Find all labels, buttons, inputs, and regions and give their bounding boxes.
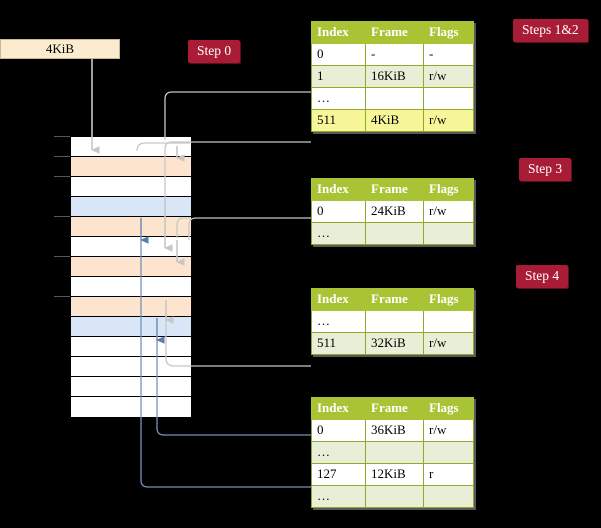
memory-frame-row: [71, 397, 191, 417]
column-header-index: Index: [311, 178, 366, 201]
cell-frame: [365, 310, 424, 333]
memory-frame-row: [71, 217, 191, 237]
table-row[interactable]: …: [311, 310, 474, 333]
page-frame-label: 4KiB: [45, 41, 75, 56]
memory-frame-row: [71, 137, 191, 157]
cell-flags: [423, 87, 474, 110]
cell-flags: r/w: [423, 109, 474, 132]
column-header-frame: Frame: [365, 178, 424, 201]
step-badge-step-0: Step 0: [188, 40, 241, 63]
cell-frame: 36KiB: [365, 419, 424, 442]
table-row[interactable]: 0--: [311, 43, 474, 66]
cell-flags: r/w: [423, 332, 474, 355]
cell-index: 1: [311, 65, 366, 88]
cell-flags: [423, 310, 474, 333]
cell-frame: [365, 485, 424, 508]
cell-frame: 16KiB: [365, 65, 424, 88]
memory-tick: [54, 156, 70, 157]
cell-flags: r/w: [423, 65, 474, 88]
memory-frame-row: [71, 297, 191, 317]
column-header-flags: Flags: [423, 288, 474, 311]
memory-frame-row: [71, 377, 191, 397]
memory-tick: [54, 256, 70, 257]
memory-tick: [54, 216, 70, 217]
cell-frame: -: [365, 43, 424, 66]
memory-tick: [54, 296, 70, 297]
cell-index: 127: [311, 463, 366, 486]
table-row[interactable]: …: [311, 441, 474, 464]
column-header-flags: Flags: [423, 397, 474, 420]
column-header-frame: Frame: [365, 288, 424, 311]
memory-frame-row: [71, 157, 191, 177]
cell-frame: 4KiB: [365, 109, 424, 132]
memory-tick: [54, 176, 70, 177]
step-badge-step-3: Step 3: [519, 158, 572, 181]
cell-index: …: [311, 485, 366, 508]
cell-frame: 32KiB: [365, 332, 424, 355]
cell-flags: r: [423, 463, 474, 486]
cell-frame: [365, 222, 424, 245]
cell-index: 0: [311, 200, 366, 223]
memory-frame-row: [71, 177, 191, 197]
cell-frame: 24KiB: [365, 200, 424, 223]
column-header-flags: Flags: [423, 178, 474, 201]
cell-flags: [423, 485, 474, 508]
cell-index: 0: [311, 419, 366, 442]
table-row[interactable]: …: [311, 222, 474, 245]
wire-pdp-left: [188, 217, 311, 240]
column-header-index: Index: [311, 288, 366, 311]
cell-frame: 12KiB: [365, 463, 424, 486]
memory-frame-row: [71, 337, 191, 357]
physical-memory-column: [70, 136, 191, 417]
cell-flags: r/w: [423, 200, 474, 223]
step-badge-steps-1-2: Steps 1&2: [513, 19, 588, 42]
cell-flags: [423, 222, 474, 245]
cell-index: 511: [311, 332, 366, 355]
memory-frame-row: [71, 257, 191, 277]
column-header-flags: Flags: [423, 21, 474, 44]
cell-index: 0: [311, 43, 366, 66]
cell-index: 511: [311, 109, 366, 132]
page-frame-box: 4KiB: [0, 39, 120, 59]
cell-frame: [365, 441, 424, 464]
memory-frame-row: [71, 237, 191, 257]
cell-frame: [365, 87, 424, 110]
column-header-index: Index: [311, 21, 366, 44]
memory-frame-row: [71, 317, 191, 337]
step-badge-step-4: Step 4: [516, 265, 569, 288]
memory-frame-row: [71, 357, 191, 377]
cell-index: …: [311, 222, 366, 245]
cell-flags: [423, 441, 474, 464]
memory-tick: [54, 136, 70, 137]
cell-index: …: [311, 441, 366, 464]
cell-flags: r/w: [423, 419, 474, 442]
column-header-frame: Frame: [365, 21, 424, 44]
table-row[interactable]: …: [311, 87, 474, 110]
column-header-index: Index: [311, 397, 366, 420]
memory-frame-row: [71, 277, 191, 297]
memory-frame-row: [71, 197, 191, 217]
wire-pml4-top-left: [164, 91, 311, 140]
table-row[interactable]: …: [311, 485, 474, 508]
cell-flags: -: [423, 43, 474, 66]
column-header-frame: Frame: [365, 397, 424, 420]
cell-index: …: [311, 310, 366, 333]
cell-index: …: [311, 87, 366, 110]
